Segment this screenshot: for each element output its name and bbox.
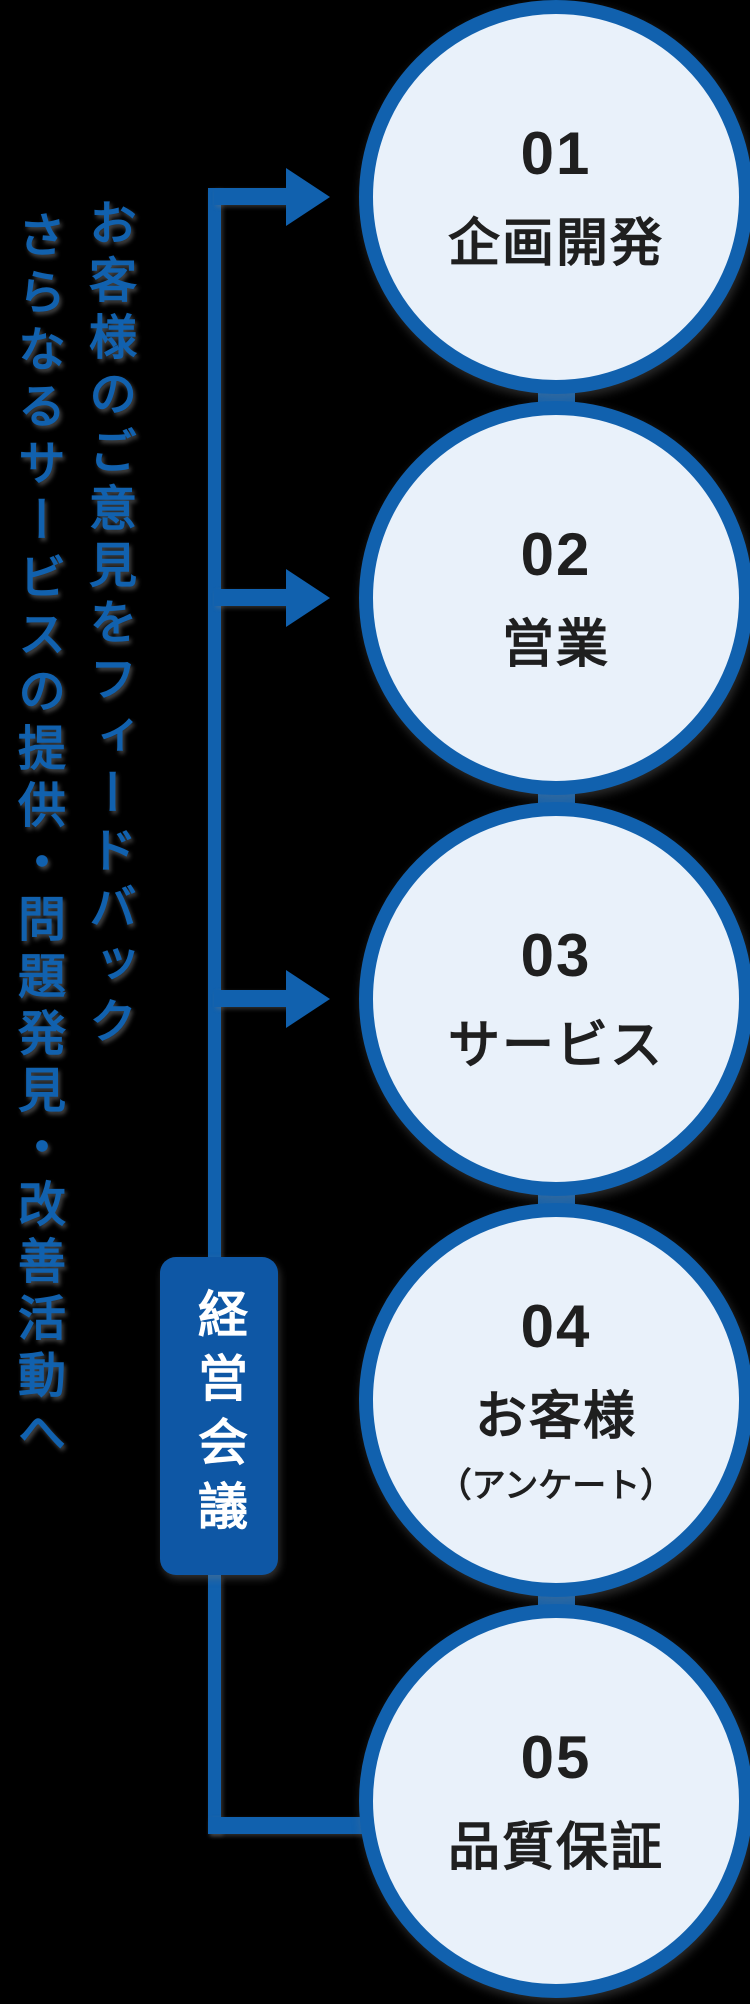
arrow-right-icon [286, 168, 330, 226]
step-label: 営業 [501, 616, 610, 674]
arrow-shaft-step1 [214, 188, 288, 205]
step-circle-2: 02 営業 [359, 401, 750, 795]
step-label: 企画開発 [447, 215, 664, 273]
step-number: 02 [520, 521, 592, 588]
arrow-shaft-step3 [214, 990, 288, 1007]
arrow-right-icon [286, 970, 330, 1028]
connector-bottom-line [208, 1817, 366, 1834]
connector-trunk-lower [208, 1575, 221, 1834]
step-label: サービス [447, 1017, 664, 1075]
step-label: お客様 [474, 1388, 637, 1446]
connector-trunk-upper [208, 188, 221, 1258]
step-circle-1: 01 企画開発 [359, 0, 750, 394]
step-sublabel: （アンケート） [437, 1467, 675, 1505]
arrow-right-icon [286, 569, 330, 627]
meeting-box-label: 経営会議 [191, 1288, 247, 1544]
feedback-note-line2: さらなるサービスの提供・問題発見・改善活動へ [10, 210, 63, 1464]
step-number: 05 [520, 1724, 592, 1791]
step-number: 03 [520, 922, 592, 989]
meeting-box: 経営会議 [160, 1257, 278, 1575]
step-number: 04 [520, 1293, 592, 1360]
feedback-note-line1: お客様のご意見をフィードバック [81, 198, 134, 1053]
step-circle-4: 04 お客様 （アンケート） [359, 1203, 750, 1597]
arrow-shaft-step2 [214, 589, 288, 606]
step-label: 品質保証 [447, 1819, 664, 1877]
step-circle-3: 03 サービス [359, 802, 750, 1196]
step-circle-5: 05 品質保証 [359, 1604, 750, 1998]
step-number: 01 [520, 120, 592, 187]
